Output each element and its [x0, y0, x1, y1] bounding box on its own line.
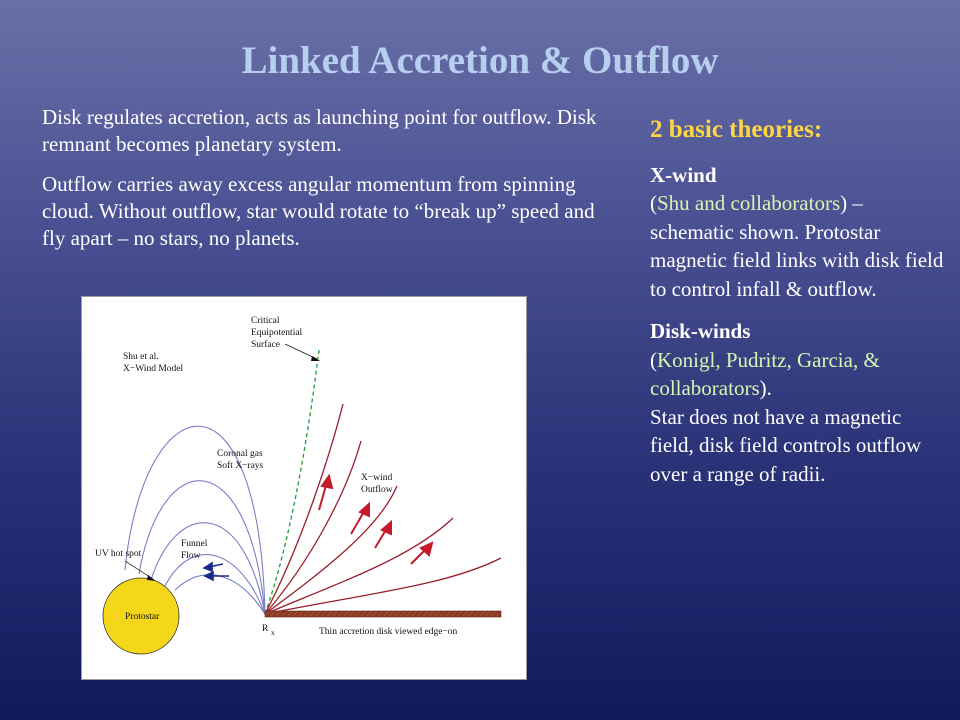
- outflow-arrow-4-head: [419, 541, 434, 557]
- closed-field-loops: [124, 425, 266, 615]
- field-loop-3: [150, 522, 266, 615]
- disk-label: Thin accretion disk viewed edge−on: [319, 627, 458, 637]
- critical-pointer: [284, 343, 318, 360]
- funnel-label-1: Funnel: [181, 539, 208, 549]
- model-label-2: X−Wind Model: [123, 364, 183, 374]
- xwind-description: Protostar magnetic field links with disk…: [650, 219, 944, 301]
- wind-line-1: [264, 403, 344, 615]
- funnel-arrow-2-head: [203, 570, 214, 582]
- xwind-field-lines: [264, 403, 502, 615]
- xwind-credits: Shu and collaborators: [657, 191, 841, 215]
- left-text-block: Disk regulates accretion, acts as launch…: [42, 104, 622, 265]
- coronal-label-1: Coronal gas: [217, 449, 263, 459]
- wind-line-2: [264, 440, 362, 615]
- outflow-arrow-2-head: [358, 501, 370, 518]
- xwind-label-2: Outflow: [361, 484, 393, 495]
- theories-column: 2 basic theories: X-wind (Shu and collab…: [650, 116, 950, 502]
- wind-line-3: [264, 485, 398, 615]
- accretion-disk: [264, 610, 502, 618]
- xwind-label-1: X−wind: [361, 473, 392, 483]
- uv-hotspot-pointer-head: [147, 575, 156, 581]
- coronal-label-2: Soft X−rays: [217, 460, 264, 471]
- paragraph-disk: Disk regulates accretion, acts as launch…: [42, 105, 597, 156]
- wind-line-4: [264, 517, 454, 615]
- field-loop-outer: [124, 425, 266, 615]
- critical-pointer-head: [311, 356, 320, 361]
- outflow-arrow-1-head: [320, 473, 334, 490]
- diskwind-theory: Disk-winds (Konigl, Pudritz, Garcia, & c…: [650, 317, 950, 488]
- protostar-label: Protostar: [125, 612, 160, 622]
- equipotential-surface: [264, 349, 320, 615]
- rx-label-r: R: [262, 624, 269, 634]
- xwind-after-credits: ) – schematic shown.: [650, 191, 863, 244]
- uv-hotspot-label: UV hot spot: [95, 549, 142, 559]
- field-loop-5: [174, 574, 266, 615]
- protostar-circle: [102, 577, 180, 655]
- xwind-theory: X-wind (Shu and collaborators) – schemat…: [650, 161, 950, 304]
- diskwind-after-credits: ).: [759, 376, 772, 400]
- xwind-schematic-figure: Protostar Thin accretion disk viewed edg…: [81, 296, 527, 680]
- field-loop-2: [138, 480, 266, 615]
- diskwind-term: Disk-winds: [650, 319, 751, 343]
- field-loop-4: [164, 554, 266, 615]
- slide-title: Linked Accretion & Outflow: [241, 39, 719, 82]
- wind-line-5: [264, 557, 502, 615]
- rx-label-x: x: [271, 628, 275, 637]
- critical-label-2: Equipotential: [251, 328, 303, 338]
- outflow-arrow-3-head: [380, 519, 392, 536]
- xwind-term: X-wind: [650, 162, 717, 187]
- diskwind-credits: Konigl, Pudritz, Garcia, & collaborators: [650, 347, 880, 401]
- theories-heading: 2 basic theories:: [650, 116, 823, 143]
- critical-label-1: Critical: [251, 316, 280, 326]
- xwind-open-paren: (: [650, 191, 657, 215]
- diskwind-open-paren: (: [650, 347, 657, 372]
- funnel-flow-arrows: [202, 561, 229, 582]
- xwind-schematic-svg: Protostar Thin accretion disk viewed edg…: [81, 296, 527, 680]
- critical-label-3: Surface: [251, 339, 280, 350]
- funnel-arrow-1-head: [202, 561, 213, 573]
- outflow-arrows: [318, 473, 434, 565]
- funnel-label-2: Flow: [181, 551, 201, 561]
- diskwind-description: Star does not have a magnetic field, dis…: [650, 404, 922, 486]
- paragraph-outflow: Outflow carries away excess angular mome…: [42, 172, 595, 250]
- model-label-1: Shu et al.: [123, 352, 159, 362]
